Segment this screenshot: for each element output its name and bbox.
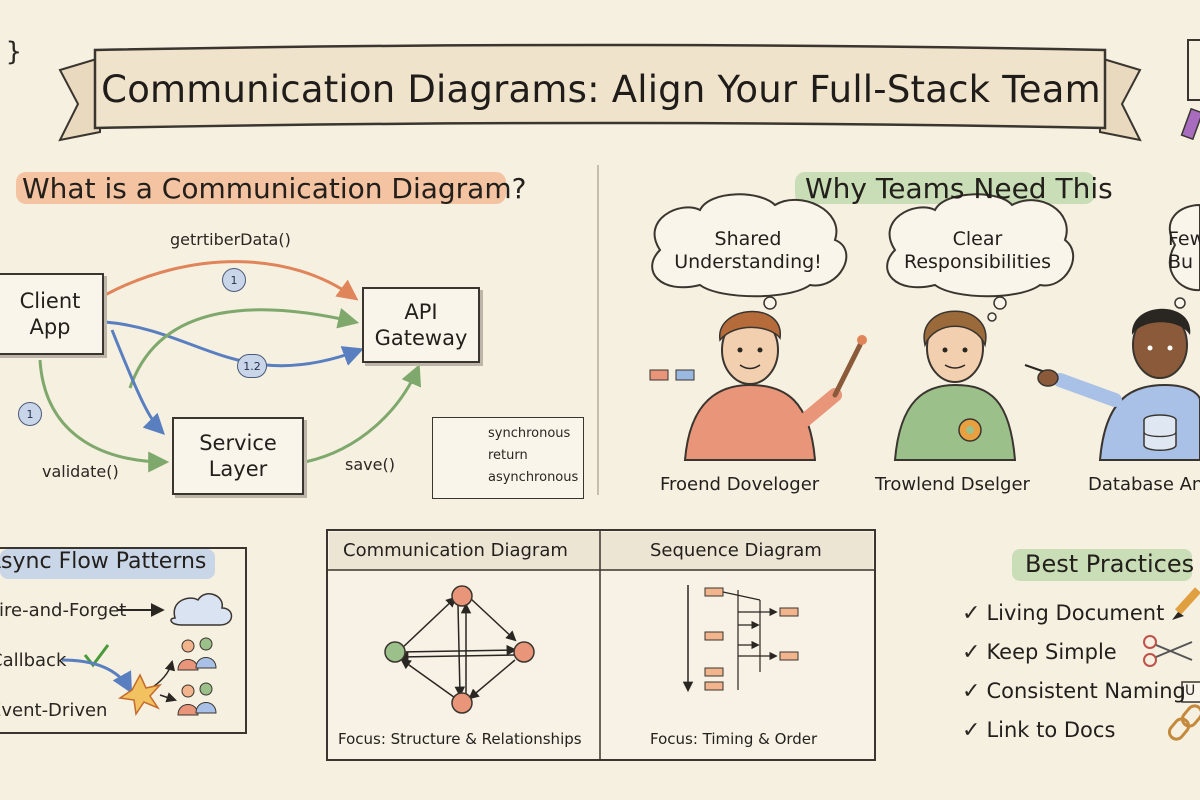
best-practice-item: ✓Living Document <box>962 601 1165 626</box>
comm-focus-label: Focus: Structure & Relationships <box>338 730 582 748</box>
message-validate-label: validate() <box>42 462 119 481</box>
arrow-client-service-blue <box>110 329 165 435</box>
sequence-badge-1-2: 1.2 <box>237 354 267 378</box>
left-heading-highlight <box>16 172 506 204</box>
corner-note-icon <box>1187 39 1200 101</box>
comm-diagram-heading: Communication Diagram <box>343 540 568 561</box>
thought-bubble-1 <box>651 193 848 322</box>
mini-sequence-diagram <box>682 585 799 693</box>
scissors-icon <box>1143 635 1193 667</box>
left-heading: What is a Communication Diagram? <box>22 172 527 205</box>
backend-developer-figure <box>893 310 1017 461</box>
check-icon: ✓ <box>962 601 981 626</box>
best-practice-item: ✓Keep Simple <box>962 640 1117 665</box>
best-practice-item: ✓Consistent Naming <box>962 679 1186 704</box>
legend-async-label: asynchronous <box>488 470 579 485</box>
client-app-node: Client App <box>0 273 104 355</box>
role-backend-developer: Trowlend Dselger <box>875 474 1030 495</box>
async-event-driven: Event-Driven <box>0 700 108 721</box>
seq-diagram-heading: Sequence Diagram <box>650 540 822 561</box>
bubble-fewer-bugs: Few Bu <box>1168 228 1200 273</box>
check-icon: ✓ <box>962 718 981 743</box>
section-divider <box>597 165 599 495</box>
legend-sync-label: synchronous <box>488 426 571 441</box>
arrow-legend: synchronous return asynchronous <box>432 417 584 499</box>
frontend-developer-figure <box>649 310 867 461</box>
brace-icon: } <box>6 37 22 67</box>
async-heading: Async Flow Patterns <box>0 549 207 574</box>
seq-focus-label: Focus: Timing & Order <box>650 730 818 748</box>
bp-heading-highlight <box>1012 549 1192 581</box>
arrow-validate <box>38 359 170 473</box>
people-group-icon-2 <box>177 682 217 716</box>
people-group-icon <box>177 637 217 671</box>
arrow-save <box>304 364 422 464</box>
best-practice-item: ✓Link to Docs <box>962 718 1116 743</box>
bubble-shared-understanding: Shared Understanding! <box>674 228 822 273</box>
chain-link-icon <box>1167 704 1200 741</box>
pencil-doodle-icon <box>1172 587 1200 620</box>
database-architect-figure <box>1024 308 1200 461</box>
async-box <box>0 547 247 734</box>
sequence-badge-1: 1 <box>222 268 246 292</box>
bubble-clear-responsibilities: Clear Responsibilities <box>903 228 1052 273</box>
cloud-icon <box>170 593 233 626</box>
arrow-service-gateway-green <box>128 307 360 389</box>
tag-box-icon <box>1181 681 1200 703</box>
best-practices-heading: Best Practices <box>1025 550 1195 578</box>
tag-label: U <box>1185 683 1196 699</box>
message-get-label: getrtiberData() <box>170 230 291 249</box>
sequence-badge-1b: 1 <box>18 402 42 426</box>
role-frontend-developer: Froend Doveloger <box>660 474 820 495</box>
arrow-client-gateway-blue <box>104 320 364 368</box>
check-icon: ✓ <box>962 640 981 665</box>
role-database-architect: Database Anp <box>1088 474 1200 495</box>
right-heading: Why Teams Need This <box>805 172 1113 205</box>
check-icon: ✓ <box>962 679 981 704</box>
async-heading-highlight <box>0 549 215 579</box>
right-heading-highlight <box>795 172 1095 204</box>
async-fire-and-forget: Fire-and-Forget <box>0 600 127 621</box>
pencil-icon <box>1180 107 1200 141</box>
legend-return-label: return <box>488 448 528 463</box>
thought-bubble-3 <box>1168 203 1200 309</box>
api-gateway-node: API Gateway <box>362 287 480 363</box>
mini-communication-diagram <box>384 585 535 714</box>
page-title: Communication Diagrams: Align Your Full-… <box>101 68 1101 111</box>
thought-bubble-2 <box>886 193 1075 322</box>
message-save-label: save() <box>345 455 395 474</box>
arrow-get-subscriber <box>104 260 359 301</box>
title-banner <box>58 43 1142 142</box>
event-burst-icon <box>117 673 163 717</box>
service-layer-node: Service Layer <box>172 417 304 495</box>
async-callback: Callback <box>0 650 67 671</box>
